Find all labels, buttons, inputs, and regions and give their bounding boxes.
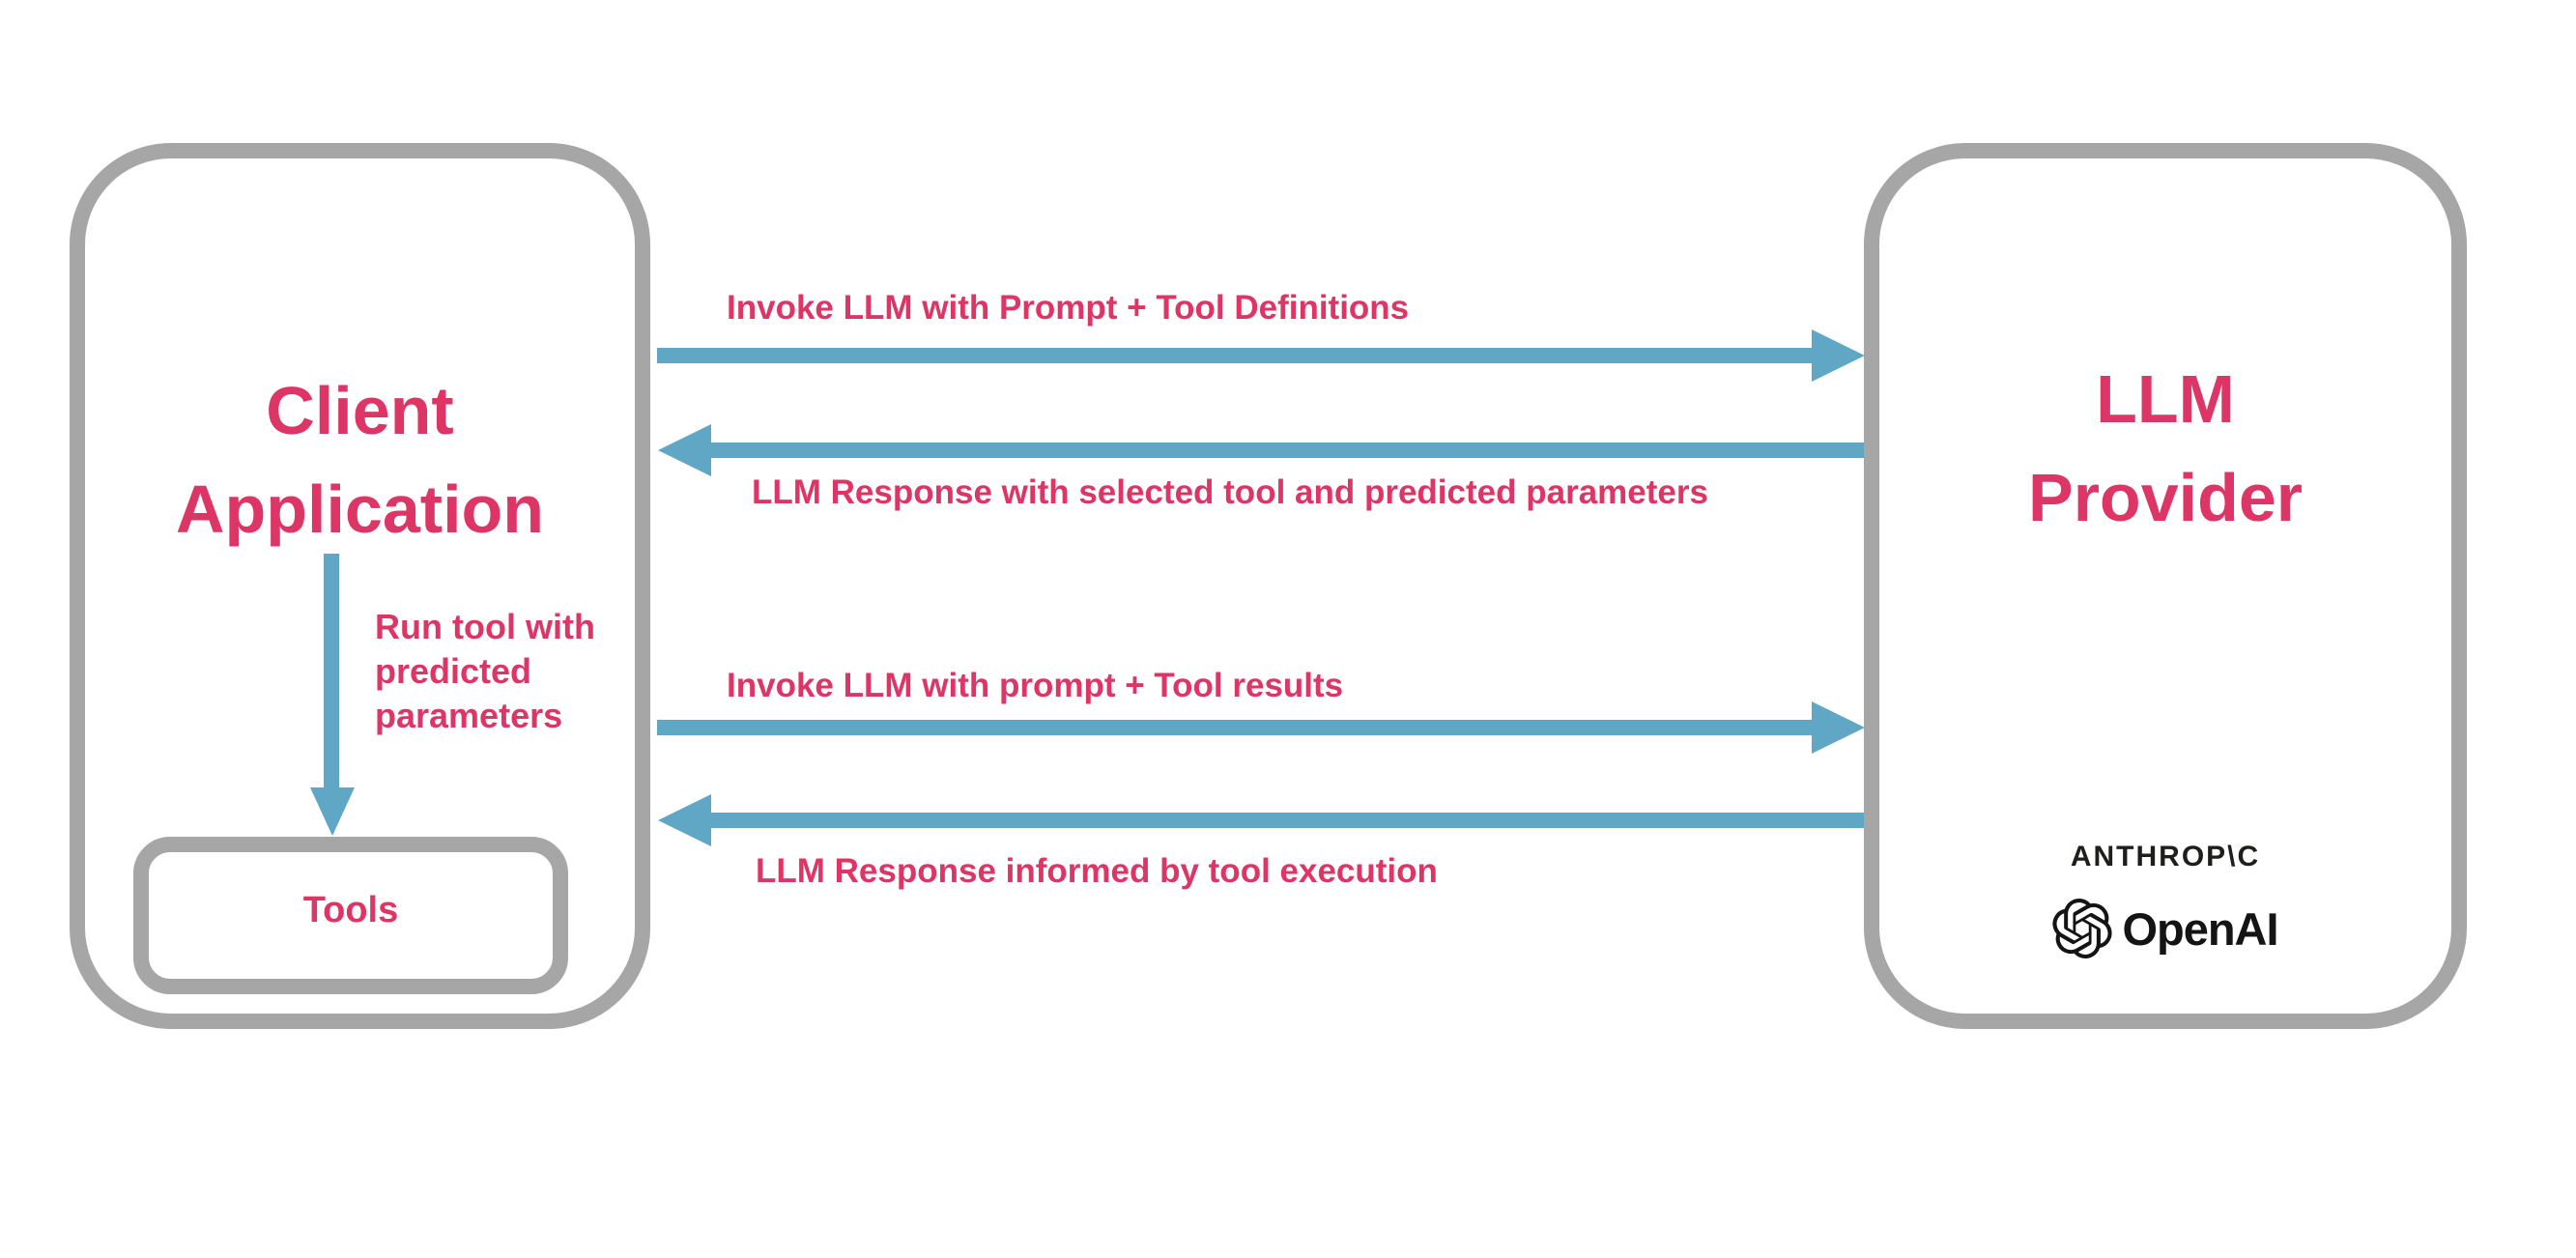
client-title-line2: Application — [175, 472, 545, 547]
llm-provider-box: LLM Provider ANTHROP\C OpenAI — [1864, 143, 2467, 1029]
run-tool-arrow-head — [310, 787, 355, 836]
run-tool-arrow-shaft — [324, 554, 339, 787]
client-title-line1: Client — [266, 373, 454, 448]
flow-3-arrow-head — [1812, 701, 1865, 754]
run-tool-note: Run tool with predicted parameters — [375, 605, 595, 738]
run-tool-note-line2: predicted — [375, 651, 532, 691]
flow-4-arrow-shaft — [711, 813, 1864, 828]
anthropic-logo: ANTHROP\C — [2070, 841, 2261, 872]
flow-1-arrow-head — [1812, 329, 1865, 382]
flow-2-arrow-shaft — [711, 443, 1864, 458]
flow-3-arrow-shaft — [657, 720, 1813, 735]
flow-4-label: LLM Response informed by tool execution — [756, 852, 1438, 890]
flow-2-label: LLM Response with selected tool and pred… — [752, 473, 1708, 511]
tools-label: Tools — [302, 890, 399, 930]
flow-1-arrow-shaft — [657, 348, 1813, 363]
client-application-title: Client Application — [85, 361, 635, 558]
run-tool-note-line1: Run tool with — [375, 607, 595, 646]
client-application-box: Client Application Tools — [70, 143, 650, 1029]
openai-wordmark: OpenAI — [2122, 902, 2278, 955]
llm-title-line2: Provider — [2028, 460, 2303, 535]
openai-logo-icon — [2052, 899, 2112, 958]
flow-3-label: Invoke LLM with prompt + Tool results — [727, 667, 1344, 704]
flow-2-arrow-head — [658, 424, 711, 476]
openai-logo: OpenAI — [2052, 899, 2279, 958]
flow-4-arrow-head — [658, 794, 711, 846]
run-tool-note-line3: parameters — [375, 696, 563, 735]
llm-title-line1: LLM — [2096, 361, 2235, 437]
tools-box: Tools — [133, 837, 568, 994]
provider-logos: ANTHROP\C OpenAI — [1879, 841, 2451, 958]
llm-provider-title: LLM Provider — [1879, 350, 2451, 547]
flow-1-label: Invoke LLM with Prompt + Tool Definition… — [727, 289, 1410, 327]
